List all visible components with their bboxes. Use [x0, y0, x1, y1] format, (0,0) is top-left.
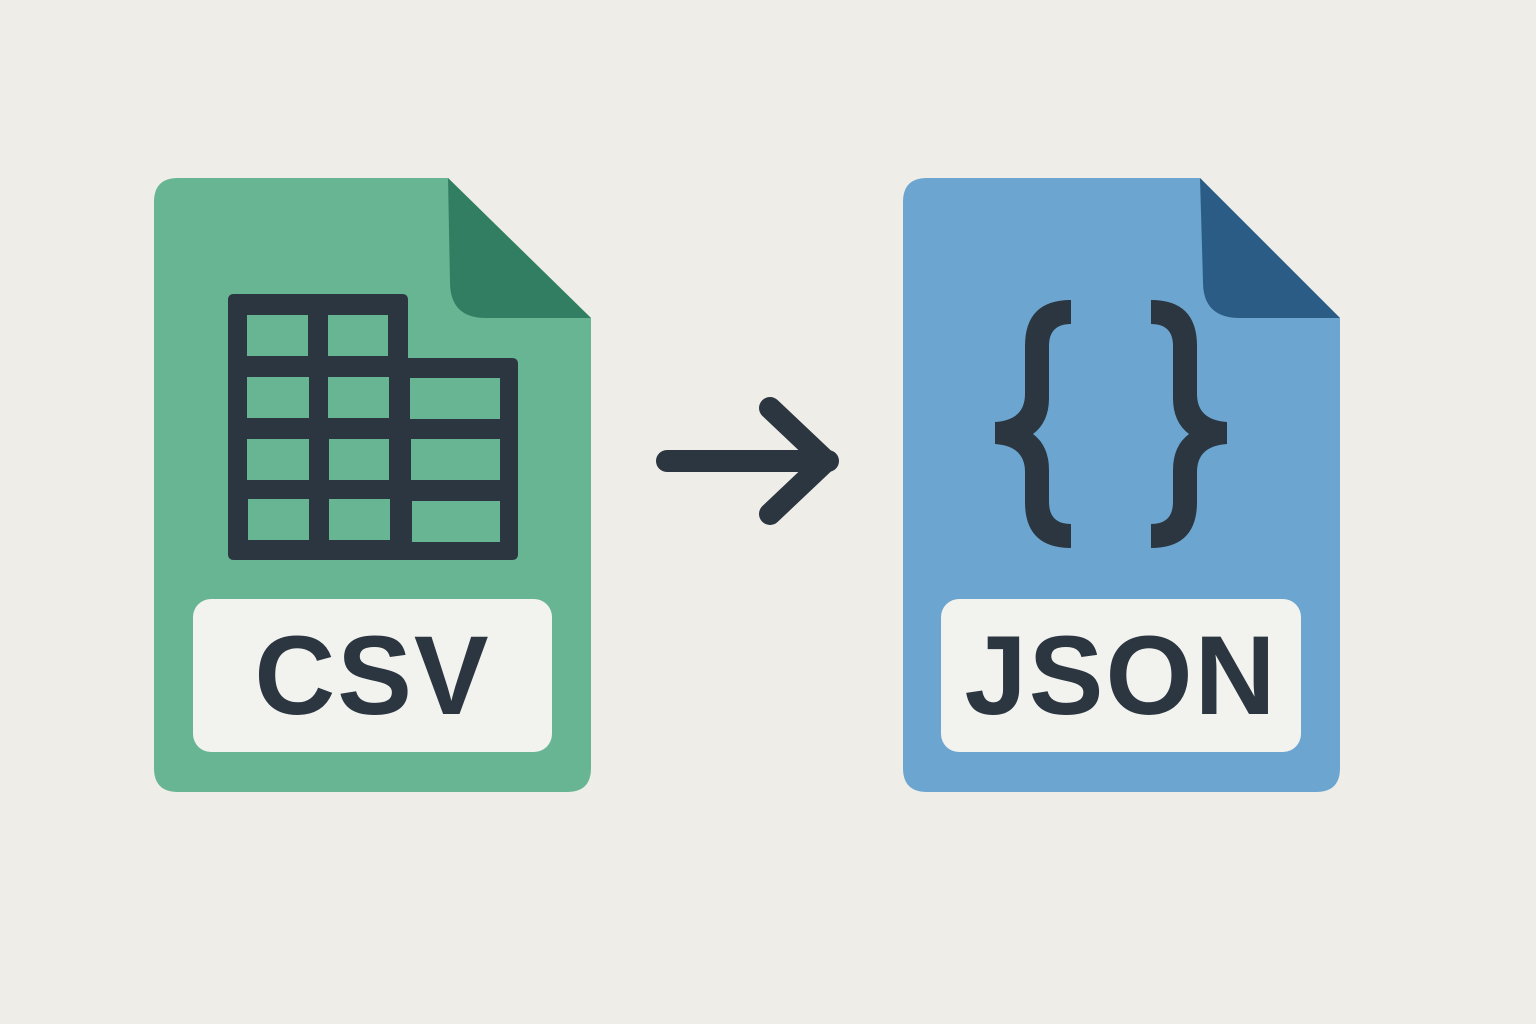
json-file-icon: JSON [903, 178, 1341, 792]
page-fold-corner [448, 178, 591, 318]
curly-braces-icon [995, 300, 1227, 548]
csv-file-icon: CSV [154, 178, 592, 792]
arrow-right-icon [656, 397, 839, 525]
json-label: JSON [941, 599, 1301, 752]
table-grid-icon [228, 294, 518, 560]
csv-label: CSV [193, 599, 552, 752]
page-fold-corner [1200, 178, 1340, 318]
